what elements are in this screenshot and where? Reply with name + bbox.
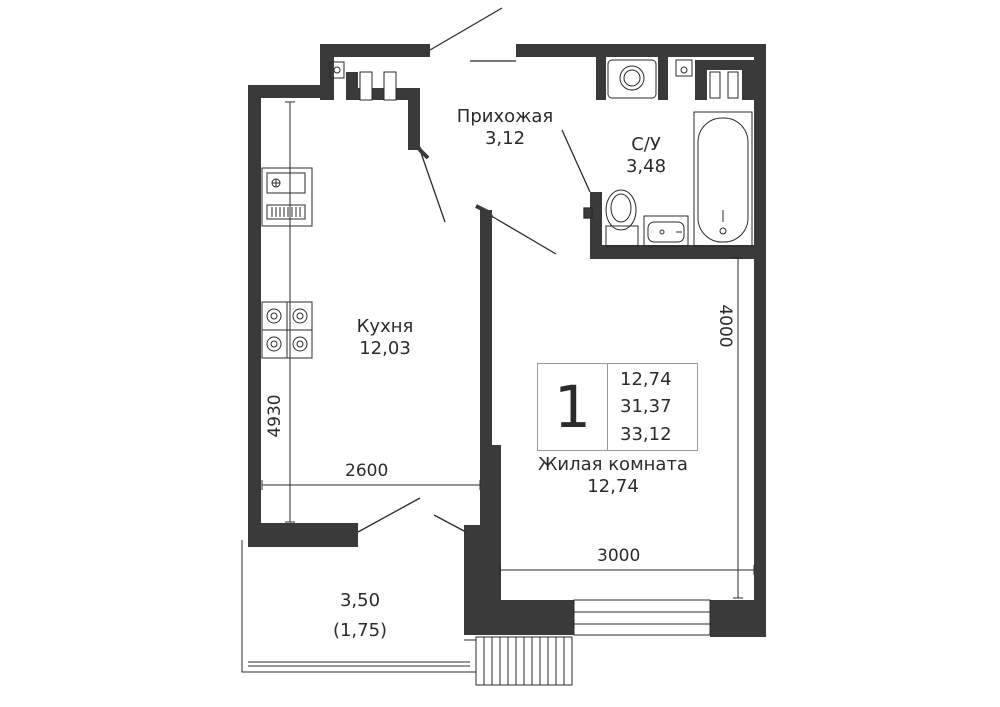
rooms-count: 1 xyxy=(538,364,608,450)
living-name: Жилая комната xyxy=(538,454,688,475)
fixtures xyxy=(241,59,753,686)
bathroom-area: 3,48 xyxy=(625,156,667,177)
kitchen-width-dim: 2600 xyxy=(345,461,389,481)
bathroom-name: С/У xyxy=(631,134,661,155)
hallway-label: Прихожая 3,12 xyxy=(440,106,570,150)
balcony-label: 3,50 (1,75) xyxy=(310,586,410,646)
living-label: Жилая комната 12,74 xyxy=(508,454,718,498)
living-area-value: 12,74 xyxy=(620,369,672,391)
hallway-area: 3,12 xyxy=(484,128,526,149)
total-area-value: 31,37 xyxy=(620,396,672,418)
area-values: 12,74 31,37 33,12 xyxy=(608,364,697,450)
total-area-balcony-value: 33,12 xyxy=(620,423,672,445)
kitchen-label: Кухня 12,03 xyxy=(330,316,440,360)
door-swings xyxy=(357,7,593,533)
balcony-area: 3,50 xyxy=(339,590,381,611)
balcony-area-reduced: (1,75) xyxy=(332,620,388,641)
kitchen-length-dim: 4930 xyxy=(265,394,285,438)
living-length-dim: 4000 xyxy=(715,304,735,348)
living-width-dim: 3000 xyxy=(597,546,641,566)
hallway-name: Прихожая xyxy=(456,106,554,127)
living-area: 12,74 xyxy=(587,476,639,497)
apartment-info-box: 1 12,74 31,37 33,12 xyxy=(537,363,698,451)
kitchen-name: Кухня xyxy=(356,316,414,337)
kitchen-area: 12,03 xyxy=(359,338,411,359)
dimension-lines xyxy=(261,101,755,599)
bathroom-label: С/У 3,48 xyxy=(606,134,686,178)
walls xyxy=(248,44,766,637)
